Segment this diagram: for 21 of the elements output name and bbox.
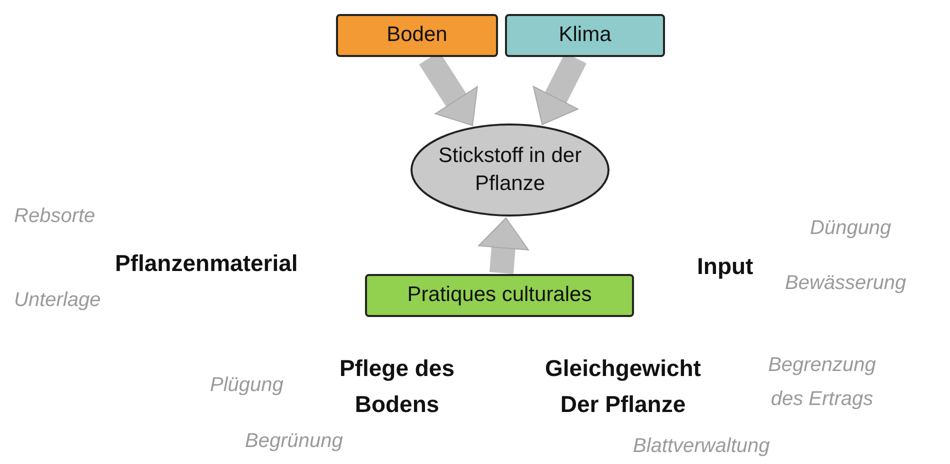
factor-label: Unterlage [14, 289, 101, 312]
category-label: Gleichgewicht Der Pflanze [544, 354, 702, 419]
factor-label: Begrenzung des Ertrags [767, 353, 877, 412]
node-text: Stickstoff in der Pflanze [437, 142, 583, 197]
node-text: Boden [386, 22, 448, 48]
category-label: Input [697, 252, 754, 281]
factor-box [336, 14, 498, 57]
factor-label: Plügung [210, 374, 284, 397]
factor-label: Bewässerung [785, 272, 906, 295]
factor-label: Blattverwaltung [633, 435, 770, 458]
factor-label: Düngung [810, 217, 892, 240]
node-text: Klima [558, 22, 612, 48]
factor-box [505, 14, 665, 57]
factor-label: Begrünung [245, 430, 343, 453]
category-label: Pflege des Bodens [338, 354, 456, 419]
center-ellipse [410, 123, 610, 217]
block-arrow [478, 217, 529, 274]
factor-label: Rebsorte [14, 205, 96, 228]
practice-box [365, 274, 634, 317]
node-text: Pratiques culturales [407, 282, 592, 308]
category-label: Pflanzenmaterial [115, 249, 298, 278]
